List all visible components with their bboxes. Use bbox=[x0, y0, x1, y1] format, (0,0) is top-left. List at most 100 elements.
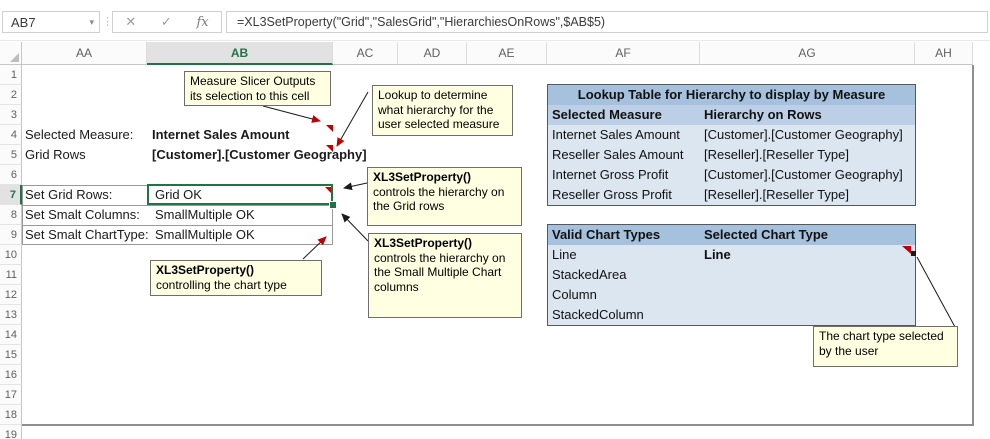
row-header-6[interactable]: 6 bbox=[0, 165, 22, 185]
callout-line: Measure Slicer Outputs bbox=[190, 74, 316, 88]
formula-bar: AB7 ▾ ⋮ ✕ ✓ fx =XL3SetProperty("Grid","S… bbox=[0, 0, 990, 41]
lookup-cell[interactable]: Internet Sales Amount bbox=[552, 127, 680, 142]
column-header-af[interactable]: AF bbox=[547, 42, 700, 65]
chart-cell[interactable]: StackedColumn bbox=[552, 307, 644, 322]
row-header-19[interactable]: 19 bbox=[0, 425, 22, 439]
row-header-18[interactable]: 18 bbox=[0, 405, 22, 425]
chart-cell[interactable] bbox=[700, 285, 915, 305]
callout-setprop-grid: XL3SetProperty() controls the hierarchy … bbox=[367, 167, 522, 226]
chart-cell[interactable]: StackedArea bbox=[552, 267, 627, 282]
row-header-10[interactable]: 10 bbox=[0, 245, 22, 265]
chart-table-row: StackedArea bbox=[548, 265, 915, 285]
row-header-14[interactable]: 14 bbox=[0, 325, 22, 345]
lookup-cell[interactable]: [Customer].[Customer Geography] bbox=[704, 127, 903, 142]
row-header-5[interactable]: 5 bbox=[0, 145, 22, 165]
column-header-aa[interactable]: AA bbox=[22, 42, 147, 65]
arrow-setprop-small bbox=[341, 213, 369, 242]
callout-line: what hierarchy for the bbox=[378, 102, 494, 117]
callout-line: The chart type selected bbox=[819, 329, 944, 343]
lookup-table-header-row: Selected Measure Hierarchy on Rows bbox=[548, 105, 915, 125]
cell-ab4-selected-measure-value[interactable]: Internet Sales Amount bbox=[152, 127, 290, 142]
callout-line: XL3SetProperty() bbox=[156, 263, 255, 277]
column-header-ag[interactable]: AG bbox=[700, 42, 915, 65]
cell-aa4-selected-measure-label[interactable]: Selected Measure: bbox=[25, 127, 134, 142]
lookup-cell[interactable]: [Reseller].[Reseller Type] bbox=[704, 187, 849, 202]
formula-buttons: ✕ ✓ fx bbox=[112, 11, 222, 33]
cell-aa8-set-smalt-columns-label[interactable]: Set Smalt Columns: bbox=[25, 207, 140, 222]
row-header-2[interactable]: 2 bbox=[0, 85, 22, 105]
chart-cell[interactable]: Line bbox=[552, 247, 577, 262]
row-header-3[interactable]: 3 bbox=[0, 105, 22, 125]
lookup-table-title[interactable]: Lookup Table for Hierarchy to display by… bbox=[548, 85, 915, 105]
chart-header-selected-type[interactable]: Selected Chart Type bbox=[704, 227, 829, 242]
cancel-icon[interactable]: ✕ bbox=[125, 14, 137, 29]
lookup-cell[interactable]: [Reseller].[Reseller Type] bbox=[704, 147, 849, 162]
callout-line: controls the hierarchy on bbox=[374, 250, 506, 265]
row-header-7[interactable]: 7 bbox=[0, 185, 22, 205]
callout-setprop-small: XL3SetProperty() controls the hierarchy … bbox=[368, 233, 522, 318]
arrow-measure-slicer bbox=[262, 105, 321, 123]
enter-icon[interactable]: ✓ bbox=[160, 14, 172, 29]
fill-handle[interactable] bbox=[329, 201, 337, 209]
select-all-triangle-icon bbox=[10, 53, 19, 62]
chart-cell[interactable] bbox=[700, 265, 915, 285]
used-range-right-border bbox=[972, 65, 974, 425]
cell-ab9-set-smalt-charttype-value[interactable]: SmallMultiple OK bbox=[155, 227, 255, 242]
column-header-ac[interactable]: AC bbox=[333, 42, 398, 65]
used-range-bottom-border bbox=[22, 424, 974, 426]
lookup-header-hierarchy[interactable]: Hierarchy on Rows bbox=[704, 107, 822, 122]
row-header-9[interactable]: 9 bbox=[0, 225, 22, 245]
lookup-header-measure[interactable]: Selected Measure bbox=[552, 107, 662, 122]
row-header-1[interactable]: 1 bbox=[0, 65, 22, 85]
row-header-15[interactable]: 15 bbox=[0, 345, 22, 365]
name-box-value: AB7 bbox=[11, 14, 36, 30]
callout-line: Lookup to determine bbox=[378, 88, 488, 102]
lookup-cell[interactable]: Reseller Sales Amount bbox=[552, 147, 684, 162]
cell-aa7-set-grid-rows-label[interactable]: Set Grid Rows: bbox=[25, 187, 113, 202]
column-header-ae[interactable]: AE bbox=[467, 42, 547, 65]
callout-line: its selection to this cell bbox=[190, 88, 310, 103]
row-header-17[interactable]: 17 bbox=[0, 385, 22, 405]
name-box-dropdown-icon[interactable]: ▾ bbox=[89, 16, 94, 27]
chart-header-valid-types[interactable]: Valid Chart Types bbox=[552, 227, 661, 242]
cell-aa9-set-smalt-charttype-label[interactable]: Set Smalt ChartType: bbox=[25, 227, 149, 242]
separator-dots-icon: ⋮ bbox=[102, 16, 113, 28]
select-all-corner[interactable] bbox=[0, 42, 22, 65]
row-header-4[interactable]: 4 bbox=[0, 125, 22, 145]
lookup-cell[interactable]: [Customer].[Customer Geography] bbox=[704, 167, 903, 182]
lookup-table-row: Internet Sales Amount [Customer].[Custom… bbox=[548, 125, 915, 145]
lookup-cell[interactable]: Reseller Gross Profit bbox=[552, 187, 672, 202]
chart-cell-selected-value[interactable]: Line bbox=[704, 247, 731, 262]
row-header-11[interactable]: 11 bbox=[0, 265, 22, 285]
chart-cell[interactable] bbox=[700, 305, 915, 325]
lookup-table-row: Reseller Sales Amount [Reseller].[Resell… bbox=[548, 145, 915, 165]
callout-setprop-charttype: XL3SetProperty() controlling the chart t… bbox=[150, 260, 322, 296]
callout-line: XL3SetProperty() bbox=[374, 236, 473, 250]
callout-line: user selected measure bbox=[378, 117, 500, 131]
cell-aa5-grid-rows-label[interactable]: Grid Rows bbox=[25, 147, 86, 162]
chart-cell[interactable]: Column bbox=[552, 287, 597, 302]
chart-table-row: StackedColumn bbox=[548, 305, 915, 325]
column-header-ad[interactable]: AD bbox=[398, 42, 467, 65]
row-header-13[interactable]: 13 bbox=[0, 305, 22, 325]
callout-line: columns bbox=[374, 279, 419, 294]
row-header-16[interactable]: 16 bbox=[0, 365, 22, 385]
column-header-ah[interactable]: AH bbox=[915, 42, 973, 65]
row-header-12[interactable]: 12 bbox=[0, 285, 22, 305]
row-header-8[interactable]: 8 bbox=[0, 205, 22, 225]
cell-ab8-set-smalt-columns-value[interactable]: SmallMultiple OK bbox=[155, 207, 255, 222]
active-cell-selection[interactable] bbox=[147, 184, 333, 205]
callout-line: controlling the chart type bbox=[156, 277, 287, 292]
callout-line: by the user bbox=[819, 343, 879, 358]
column-header-ab[interactable]: AB bbox=[147, 42, 333, 65]
insert-function-icon[interactable]: fx bbox=[196, 14, 209, 30]
lookup-table-row: Internet Gross Profit [Customer].[Custom… bbox=[548, 165, 915, 185]
cell-ab5-grid-rows-value[interactable]: [Customer].[Customer Geography] bbox=[152, 147, 367, 162]
name-box[interactable]: AB7 ▾ bbox=[2, 11, 100, 33]
callout-line: the Grid rows bbox=[373, 199, 445, 213]
arrow-lookup-determine bbox=[336, 91, 369, 147]
lookup-cell[interactable]: Internet Gross Profit bbox=[552, 167, 669, 182]
cell-ab7-set-grid-rows-value[interactable]: Grid OK bbox=[155, 187, 202, 202]
formula-input[interactable]: =XL3SetProperty("Grid","SalesGrid","Hier… bbox=[226, 11, 988, 33]
